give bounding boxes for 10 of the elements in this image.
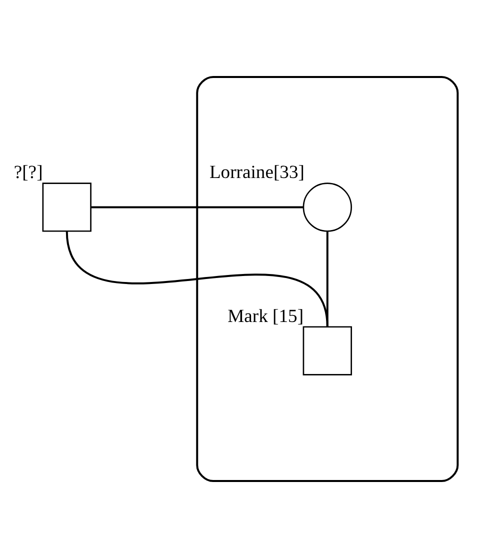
node-box <box>302 326 352 375</box>
node-label: Lorraine[33] <box>209 162 304 183</box>
node-label: ?[?] <box>14 162 43 183</box>
node-label: Mark [15] <box>228 305 304 326</box>
connector <box>66 230 328 327</box>
node-circle <box>302 182 352 232</box>
cluster <box>196 75 459 482</box>
node-box <box>42 182 92 232</box>
connector <box>326 230 328 326</box>
connector <box>91 206 304 208</box>
